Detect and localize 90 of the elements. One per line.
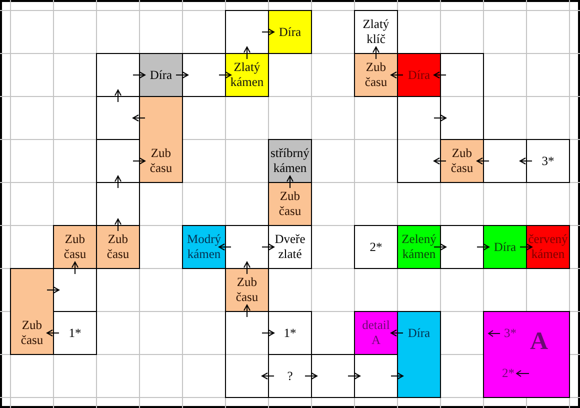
board-square [268,182,312,226]
arrow [218,72,232,78]
arrow [390,372,404,380]
arrow [434,72,446,78]
square-label: Zub času [106,232,130,262]
board-square [53,311,97,355]
reference-label: 3* [504,326,516,341]
arrow [176,72,188,78]
arrow [304,372,318,380]
arrow [348,372,360,380]
arrow [520,158,532,164]
arrow [132,158,146,164]
arrow [46,330,60,336]
square-label: Zlatý kámen [229,60,265,90]
square-label: Zlatý klíč [362,17,390,47]
arrow [262,28,274,36]
square-label: Zub času [234,275,260,305]
board-square [268,10,312,54]
board-square [182,225,226,269]
square-label: detail A [361,318,391,348]
arrow [390,72,404,78]
arrow [262,372,274,380]
arrow [434,244,446,250]
board-square [139,96,183,183]
board-square [268,311,312,355]
square-label: Zub času [62,232,88,262]
board-square [483,139,527,183]
arrow [262,330,274,336]
square-label: Modrý kámen [186,232,222,262]
board-square [225,311,269,398]
square-label: Zub času [278,189,302,219]
square-label: Dveře zlaté [274,232,306,262]
square-label: Zub času [364,60,388,90]
square-label: Zub času [20,318,44,348]
square-label: Zub času [148,146,174,176]
square-label: červený kámen [527,232,569,262]
square-label: Zelený kámen [400,232,438,262]
square-label: Díra [278,24,302,40]
arrow [262,244,274,250]
board-square [526,139,570,183]
arrow [434,158,446,164]
arrow [372,46,380,60]
square-label: ? [287,368,293,384]
square-label: Zub času [450,146,474,176]
board-square [311,354,355,398]
square-label: 1* [68,326,82,340]
arrow [114,90,122,102]
square-label: stříbrný kámen [270,146,310,176]
board-square [139,53,183,97]
arrow [132,114,146,122]
board-square [268,225,312,269]
square-label: Díra [494,240,516,254]
board-square [225,53,269,97]
board-square [397,311,441,398]
arrow [244,304,250,318]
board-square [53,225,97,269]
arrow [218,244,232,250]
square-label: Díra [408,326,430,340]
board-square [397,53,441,97]
board-square [354,311,398,355]
board-square [526,225,570,269]
board-square [483,225,527,269]
board-square [96,225,140,269]
board-square [10,268,54,355]
arrow [244,262,250,274]
arrow [72,262,78,274]
arrow [476,244,490,250]
board-square [268,139,312,183]
arrow [476,158,490,164]
detail-panel [483,311,570,398]
square-label: Díra [408,68,430,82]
square-label: 1* [284,326,296,340]
detail-letter: A [530,329,548,355]
arrow [114,218,122,232]
arrow [114,176,122,188]
arrow [132,72,146,78]
arrow [286,176,294,188]
arrow [520,244,532,250]
reference-label: 2* [502,366,514,381]
arrow [434,114,446,122]
arrow [244,46,250,60]
square-label: 2* [370,240,382,254]
arrow [46,286,60,294]
square-label: Díra [150,68,172,82]
square-label: 3* [542,154,554,168]
board-square [397,225,441,269]
board-square [225,268,269,312]
arrow [390,330,404,336]
board-square [354,53,398,97]
board-square [440,139,484,183]
